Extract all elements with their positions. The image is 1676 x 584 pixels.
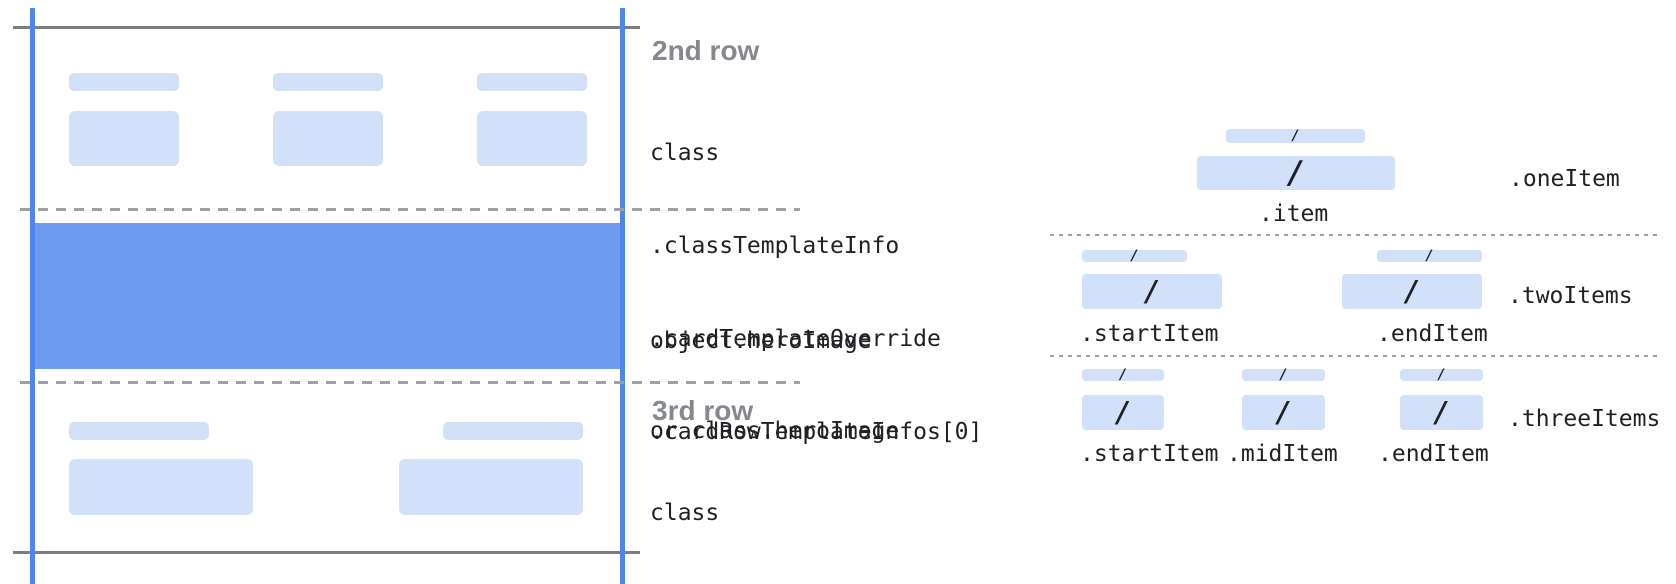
item-label-bar [443,422,583,440]
item-title-bar: / [1400,367,1483,383]
slash-glyph: / [1114,396,1132,429]
code-line: .cardRowTemplateInfos[0] [650,419,983,445]
third-row-heading: 3rd row [652,395,754,426]
third-row-code: class .classTemplateInfo .cardTemplateOv… [650,436,982,584]
slash-glyph: / [1425,248,1434,264]
second-row-code: class .classTemplateInfo .cardTemplateOv… [650,76,982,510]
slash-glyph: / [1437,367,1446,383]
item-value-box [273,111,383,166]
item-title-bar: / [1226,128,1365,144]
code-line: .classTemplateInfo [650,233,900,259]
three-items-group-label: .threeItems [1508,406,1661,432]
card-left-margin-line [30,8,35,584]
code-line: class [650,140,720,166]
slash-glyph: / [1286,155,1306,191]
item-label: .endItem [1378,441,1489,467]
one-item-two-items-divider [1050,234,1658,236]
code-line: .cardTemplateOverride [650,326,941,352]
item-title-bar: / [1242,367,1325,383]
two-items-group-label: .twoItems [1508,283,1633,309]
item-label-bar [273,73,383,91]
slash-glyph: / [1279,367,1288,383]
slash-glyph: / [1433,396,1450,429]
two-items-three-items-divider [1050,355,1658,357]
code-line: class [650,500,720,526]
item-value-box [69,111,179,166]
item-title-bar: / [1082,367,1164,383]
card-bottom-boundary-line [13,551,640,554]
slash-glyph: / [1403,275,1421,308]
slash-glyph: / [1143,275,1161,308]
second-row-heading: 2nd row [652,35,760,66]
item-label-bar [477,73,587,91]
item-label: .startItem [1080,321,1219,347]
item-label: .endItem [1377,321,1488,347]
item-body-bar: / [1197,155,1395,191]
item-body-bar: / [1400,395,1483,430]
item-value-box [399,459,583,515]
item-label: .startItem [1080,441,1219,467]
item-title-bar: / [1082,248,1187,264]
card-right-margin-line [620,8,625,584]
hero-image-band [35,223,620,369]
item-title-bar: / [1377,248,1482,264]
third-row-divider-dashed-line [20,381,800,384]
item-label: .midItem [1227,441,1338,467]
one-item-group-label: .oneItem [1509,166,1620,192]
item-label-bar [69,422,209,440]
slash-glyph: / [1118,367,1128,383]
code-line: or class.heroImage [650,418,900,444]
item-value-box [69,459,253,515]
item-body-bar: / [1082,395,1164,430]
item-body-bar: / [1342,274,1482,309]
slash-glyph: / [1291,128,1300,144]
second-row-divider-dashed-line [20,208,800,211]
item-label-bar [69,73,179,91]
item-body-bar: / [1082,274,1222,309]
hero-image-code: object.heroImage or class.heroImage [650,266,899,506]
item-value-box [477,111,587,166]
code-line: object.heroImage [650,328,872,354]
item-label: .item [1259,201,1329,227]
slash-glyph: / [1130,248,1139,264]
card-top-boundary-line [13,26,640,29]
item-body-bar: / [1242,395,1325,430]
slash-glyph: / [1275,396,1292,429]
